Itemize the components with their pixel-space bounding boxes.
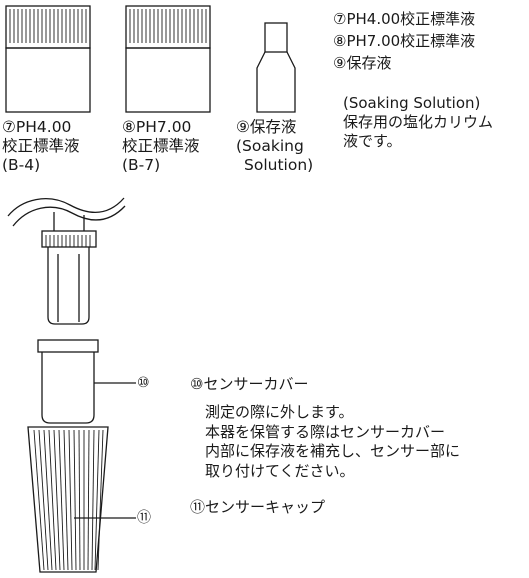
bottle-ph7-line1: PH7.00 xyxy=(135,118,192,136)
bottle-ph4-illustration xyxy=(5,5,91,113)
bottle-ph7-line3: (B-7) xyxy=(122,156,161,174)
bottle-ph7-illustration xyxy=(125,5,211,113)
legend-ph4-num: ⑦ xyxy=(333,10,347,28)
legend-note-line1: (Soaking Solution) xyxy=(343,94,481,112)
legend-ph7-text: PH7.00校正標準液 xyxy=(346,32,476,50)
bottle-ph7-caption: ⑧PH7.00 校正標準液 (B-7) xyxy=(122,118,200,175)
bottle-ph7-num: ⑧ xyxy=(122,118,136,136)
sensor-cover-desc-line2: 本器を保管する際はセンサーカバー xyxy=(205,422,446,441)
legend-top: ⑦PH4.00校正標準液 ⑧PH7.00校正標準液 ⑨保存液 xyxy=(333,8,475,74)
legend-item-soaking: ⑨保存液 xyxy=(333,52,475,74)
sensor-cap-callout: ⑪ xyxy=(137,510,151,526)
legend-note-line3: 液です。 xyxy=(343,132,402,150)
legend-soaking-note: (Soaking Solution) 保存用の塩化カリウム 液です。 xyxy=(343,94,493,151)
sensor-cap-title: ⑪センサーキャップ xyxy=(190,498,326,516)
sensor-cover-desc-line3: 内部に保存液を補充し、センサー部に xyxy=(205,442,461,460)
bottle-soaking-nozzle xyxy=(264,22,288,53)
sensor-cable-illustration xyxy=(7,197,126,231)
legend-item-ph7: ⑧PH7.00校正標準液 xyxy=(333,30,475,52)
bottle-soaking-num: ⑨ xyxy=(236,118,250,136)
sensor-cover-callout: ⑩ xyxy=(137,375,150,391)
sensor-head-illustration xyxy=(41,230,97,325)
bottle-ph4-caption: ⑦PH4.00 校正標準液 (B-4) xyxy=(2,118,80,175)
bottle-ph4-body xyxy=(5,47,91,113)
legend-note-line2: 保存用の塩化カリウム xyxy=(343,113,494,131)
bottle-ph4-num: ⑦ xyxy=(2,118,16,136)
sensor-cover-desc-line4: 取り付けてください。 xyxy=(205,461,355,480)
sensor-cover-description: 測定の際に外します。 本器を保管する際はセンサーカバー 内部に保存液を補充し、セ… xyxy=(205,403,460,481)
bottle-soaking-body xyxy=(256,51,296,113)
sensor-cover-title: ⑩センサーカバー xyxy=(190,375,309,393)
legend-item-ph4: ⑦PH4.00校正標準液 xyxy=(333,8,475,30)
legend-ph7-num: ⑧ xyxy=(333,32,347,50)
legend-ph4-text: PH4.00校正標準液 xyxy=(346,10,476,28)
sensor-probe xyxy=(47,247,90,325)
bottle-soaking-line1: 保存液 xyxy=(249,118,297,136)
bottle-ph4-line3: (B-4) xyxy=(2,156,41,174)
legend-soaking-text: 保存液 xyxy=(346,54,392,72)
sensor-cover-illustration xyxy=(37,339,136,424)
bottle-soaking-line3: Solution) xyxy=(244,156,314,174)
bottle-soaking-line2: (Soaking xyxy=(236,137,304,155)
sensor-cap-illustration xyxy=(27,426,136,573)
bottle-ph7-body xyxy=(125,47,211,113)
bottle-soaking-caption: ⑨保存液 (Soaking Solution) xyxy=(236,118,313,175)
bottle-ph7-line2: 校正標準液 xyxy=(122,137,200,155)
legend-soaking-num: ⑨ xyxy=(333,54,347,72)
bottle-ph4-line2: 校正標準液 xyxy=(2,137,80,155)
bottle-ph4-line1: PH4.00 xyxy=(15,118,72,136)
bottle-ph4-cap-ridges xyxy=(9,9,87,43)
bottle-ph7-cap-ridges xyxy=(129,9,207,43)
sensor-collar xyxy=(41,230,97,248)
bottle-soaking-illustration xyxy=(256,22,296,113)
sensor-cover-desc-line1: 測定の際に外します。 xyxy=(205,403,354,421)
